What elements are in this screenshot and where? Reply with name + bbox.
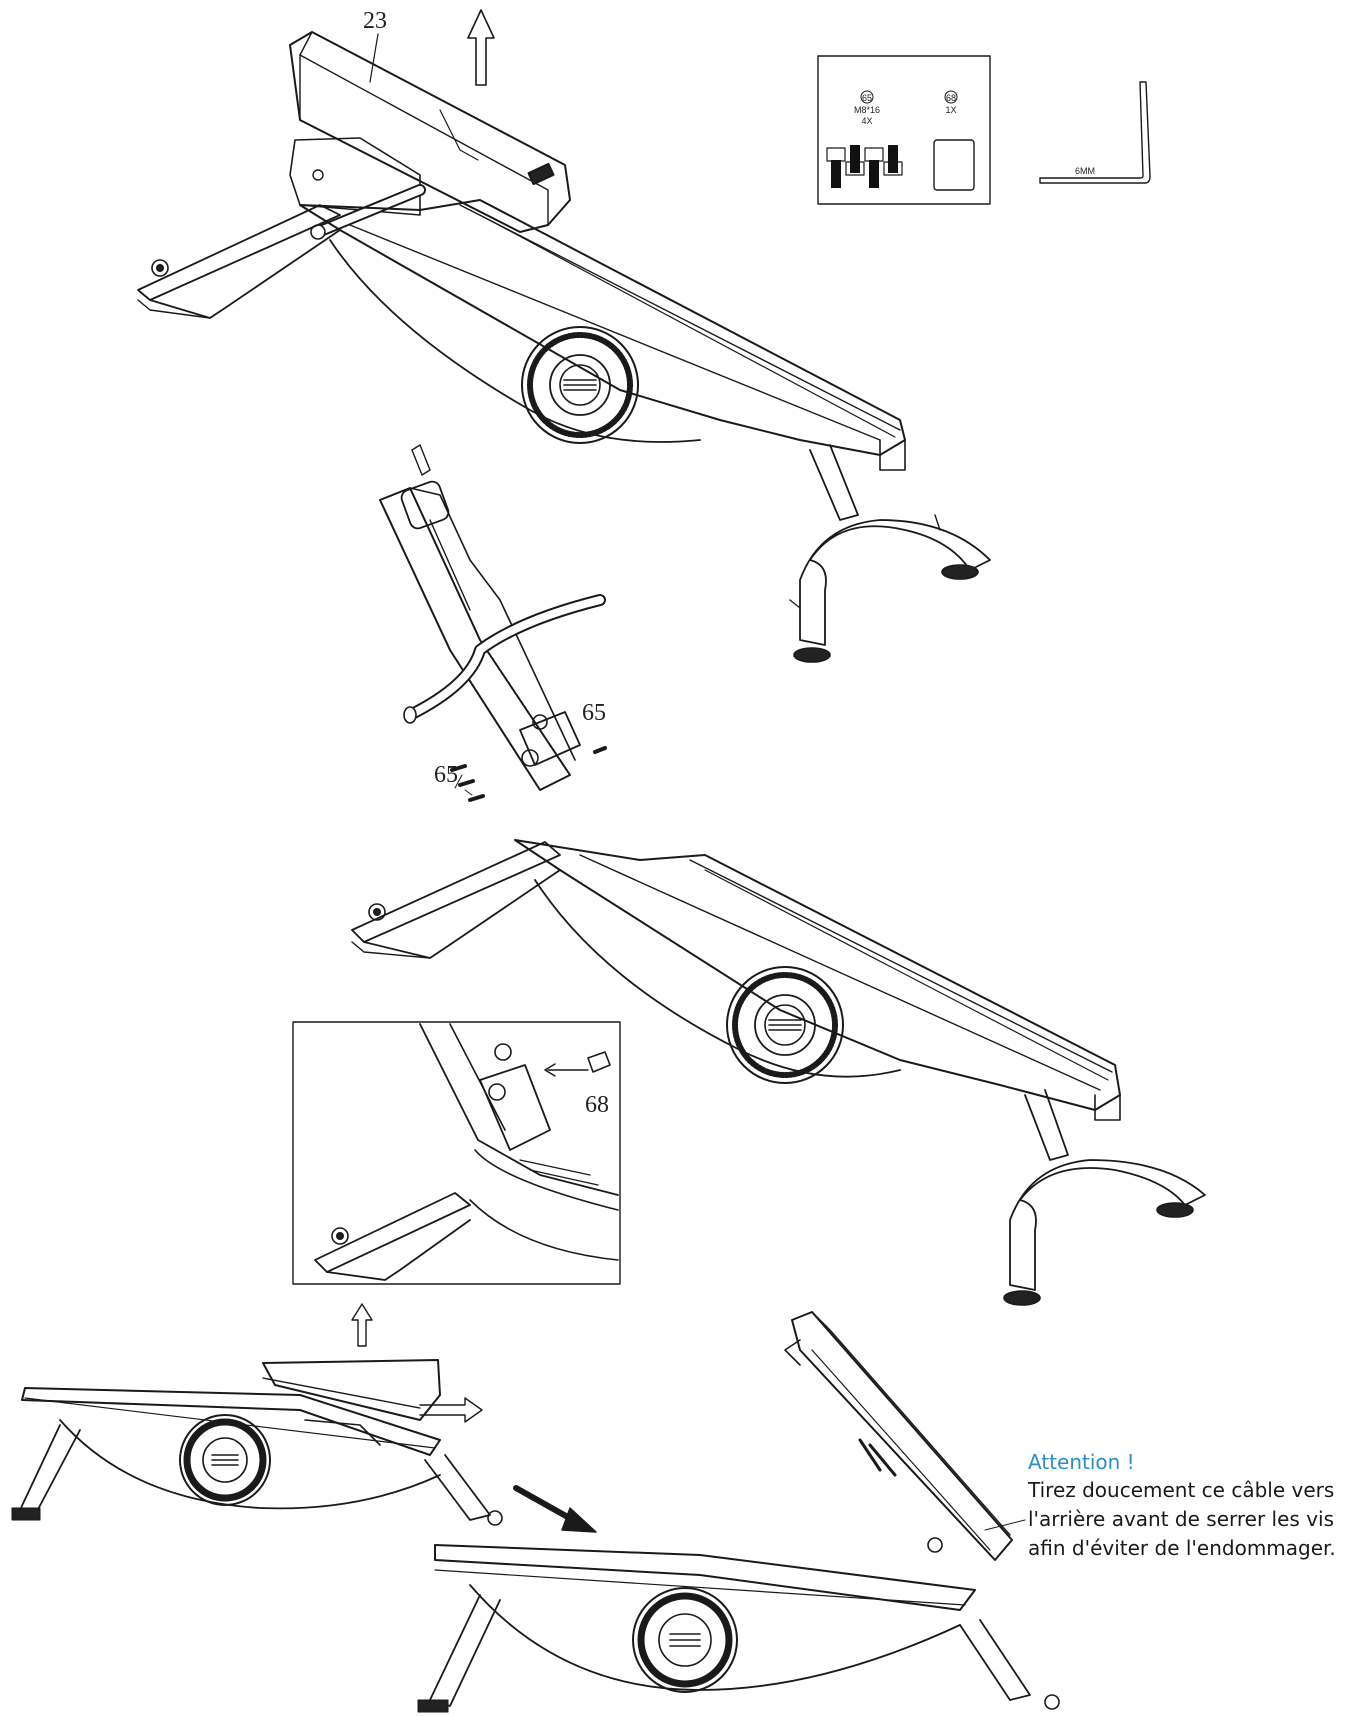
hardware-box [817,55,991,205]
attention-line-3: afin d'éviter de l'endommager. [1028,1536,1336,1560]
screw-id: 65 [862,93,872,103]
cap-icon [933,139,975,191]
screw-qty: 4X [861,116,872,126]
screw-spec: M8*16 [854,105,880,115]
attention-note: Attention ! Tirez doucement ce câble ver… [1028,1448,1358,1563]
step-bottom-left-machine [11,1359,503,1526]
cap-qty: 1X [945,105,956,115]
callout-65-right: 65 [582,700,606,726]
flywheel [521,326,639,444]
step-bottom-right-machine [417,1311,1060,1713]
arrow-down-right-icon [513,1485,597,1533]
allen-key-icon [1039,81,1151,184]
cap-id: 68 [946,93,956,103]
callout-68: 68 [585,1092,609,1118]
allen-key-label: 6MM [1075,166,1095,176]
attention-line-1: Tirez doucement ce câble vers [1028,1478,1335,1502]
callout-65-left: 65 [434,762,458,788]
arrow-up-icon [351,1303,373,1347]
arrow-right-icon [419,1397,483,1423]
callout-23: 23 [363,8,387,34]
detail-inset [292,1021,621,1285]
attention-line-2: l'arrière avant de serrer les vis [1028,1507,1335,1531]
attention-title: Attention ! [1028,1450,1135,1474]
step-middle-machine [351,444,1206,1306]
screw-icon [450,746,607,802]
arrow-up-icon [467,9,495,86]
step-top-machine [137,9,991,663]
screw-icon [826,145,903,188]
flywheel [726,966,844,1084]
